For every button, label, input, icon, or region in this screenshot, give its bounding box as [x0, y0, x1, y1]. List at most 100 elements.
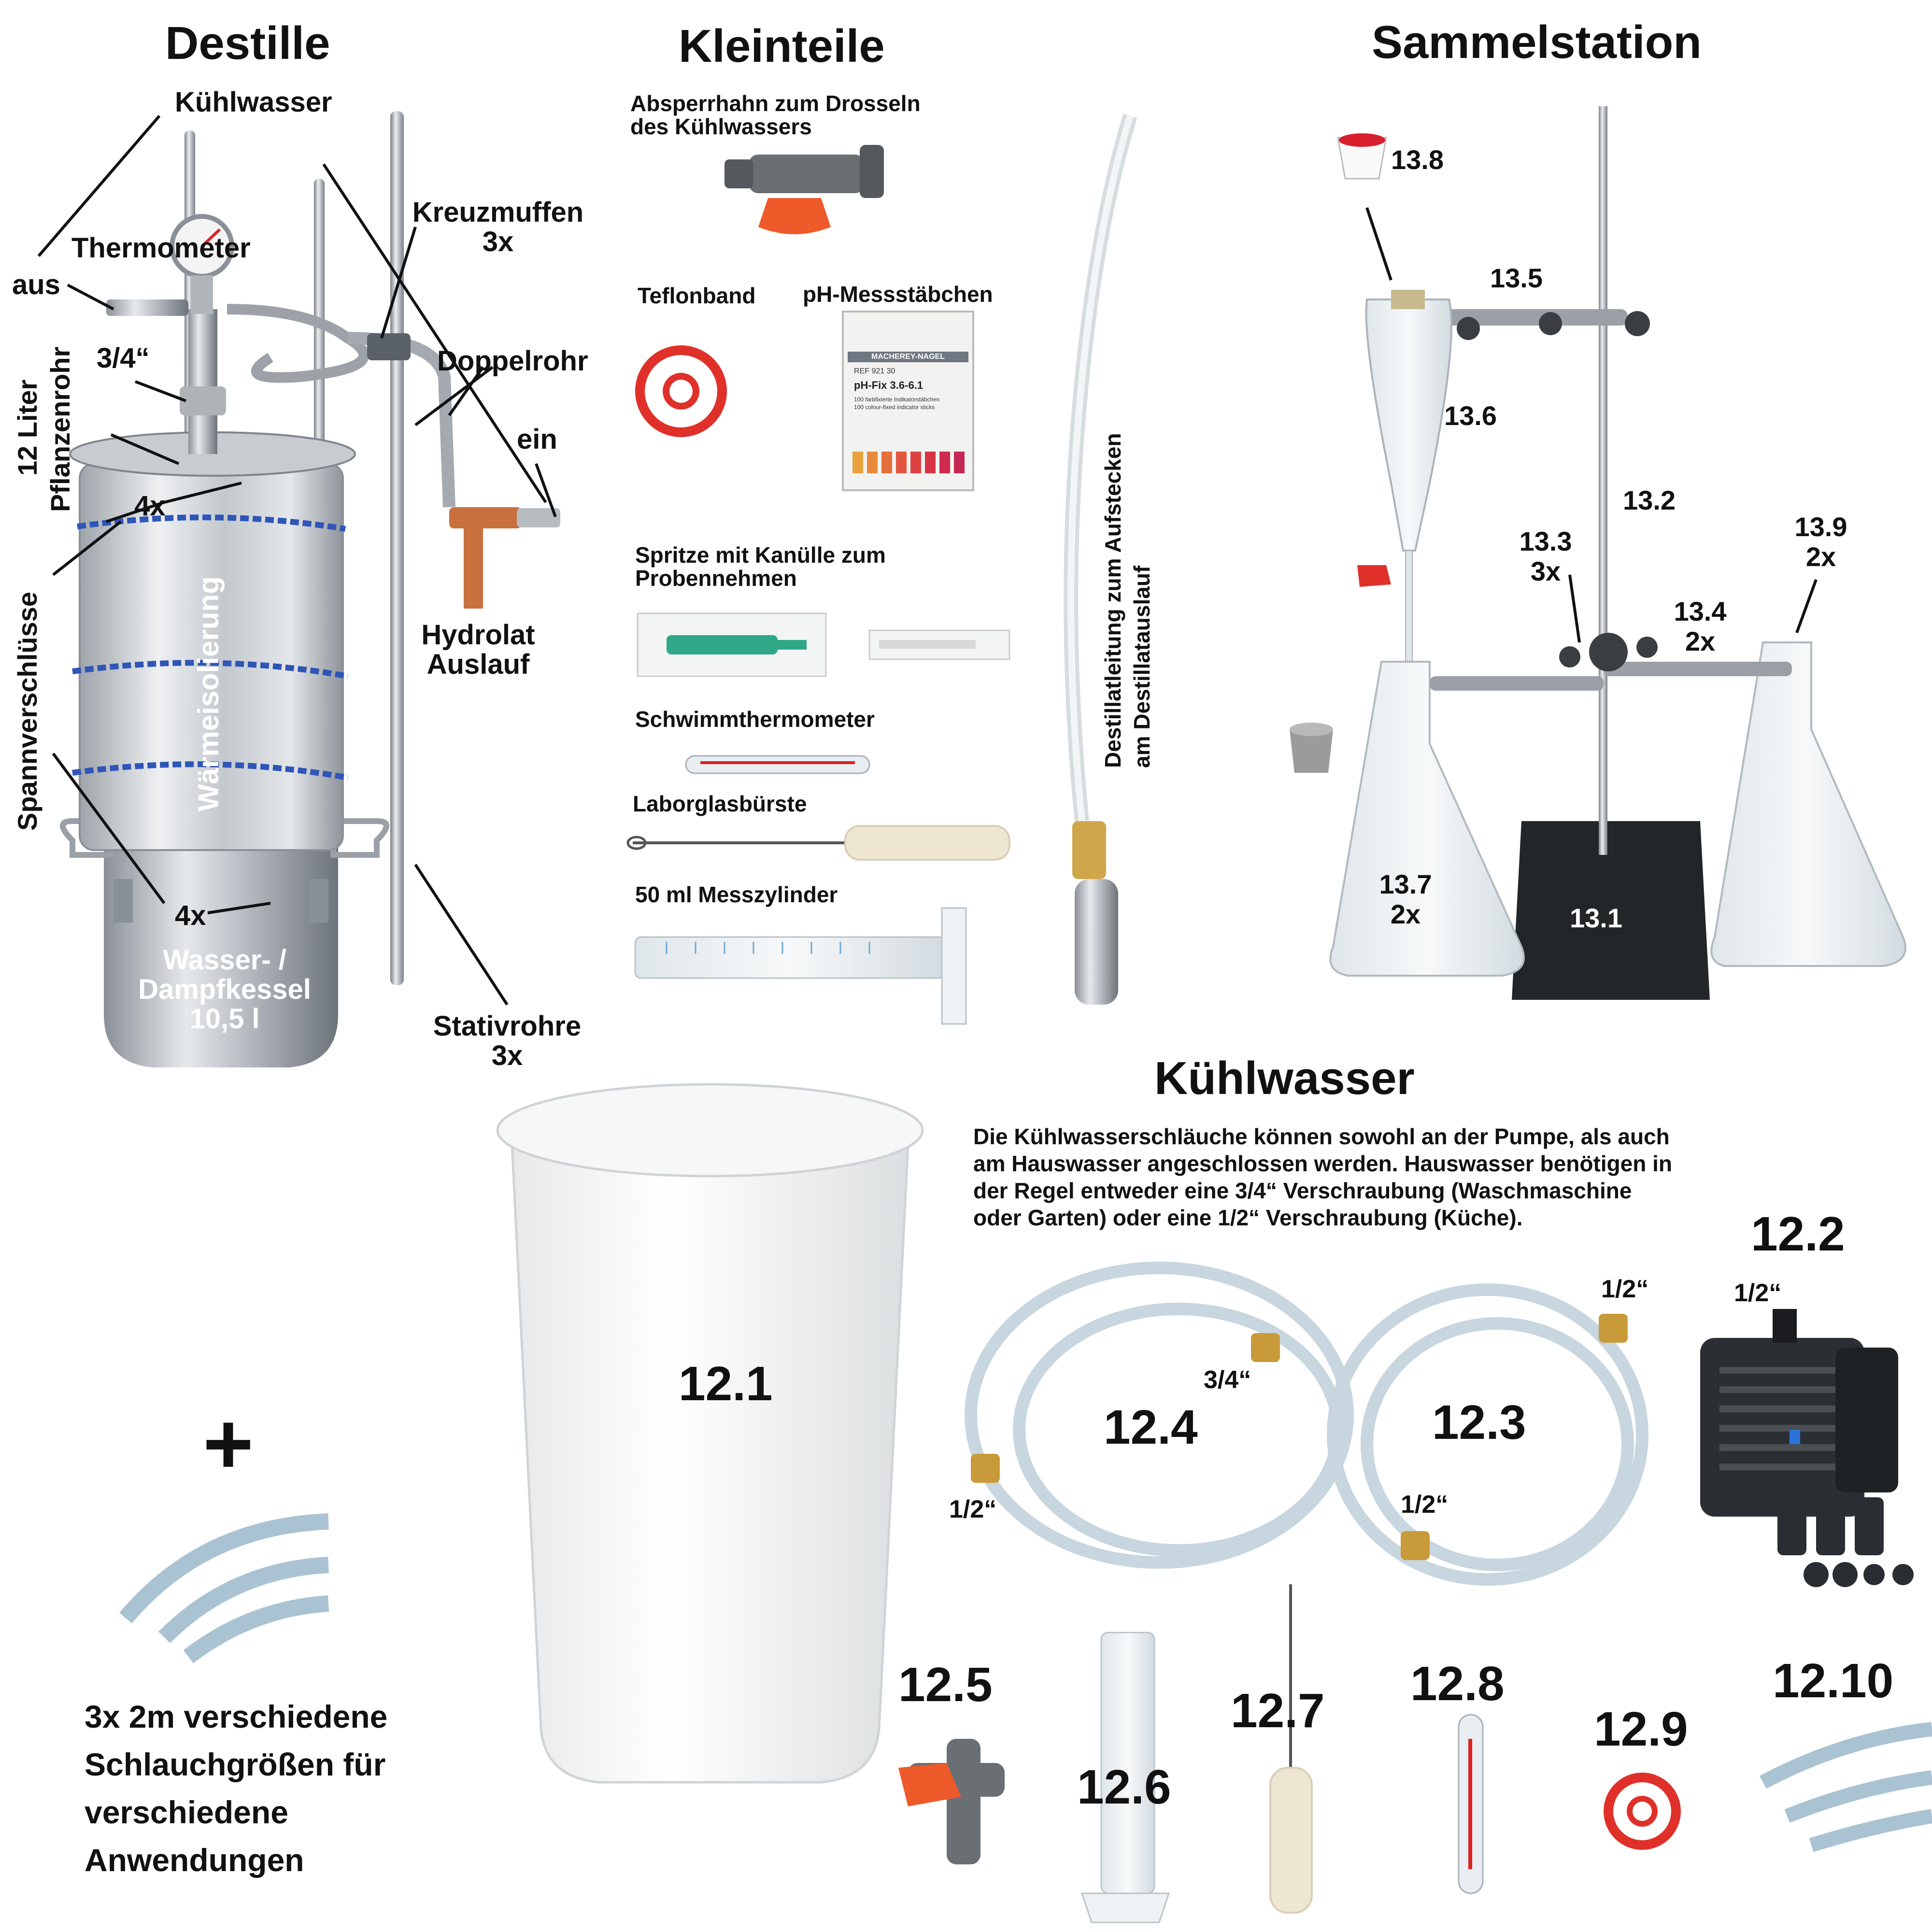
outlet-fitting — [106, 299, 188, 316]
label-kreuzmuffen: Kreuzmuffen 3x — [412, 197, 584, 257]
blue-rope — [77, 514, 346, 532]
holder-134 — [1604, 662, 1792, 676]
holder-134 — [1430, 676, 1604, 691]
brass-coupling — [1072, 821, 1106, 879]
column — [188, 309, 217, 454]
ph-box-line2: 100 colour-fixed indicator sticks — [854, 404, 935, 411]
num-13-8: 13.8 — [1391, 144, 1444, 175]
collection-station — [1290, 106, 1906, 1000]
extra-hoses-text: 3x 2m verschiedene Schlauchgrößen für ve… — [85, 1699, 388, 1878]
ph-box-line1: 100 farbfixierte Indikatorstäbchen — [854, 396, 940, 403]
label-schwimmthermometer: Schwimmthermometer — [635, 707, 875, 732]
hose-fitting — [1251, 1333, 1280, 1362]
label-three-quarter-124: 3/4“ — [1204, 1366, 1251, 1394]
num-12-2: 12.2 — [1751, 1207, 1845, 1261]
bucket-lid — [496, 1083, 924, 1178]
stand-rod — [390, 111, 404, 985]
num-12-8: 12.8 — [1410, 1657, 1505, 1711]
num-12-3: 12.3 — [1432, 1395, 1526, 1449]
heading-destille: Destille — [165, 17, 330, 69]
ph-box-ref: REF 921 30 — [854, 367, 895, 375]
heading-sammelstation: Sammelstation — [1372, 16, 1702, 68]
label-half-inch-123-top: 1/2“ — [1601, 1275, 1649, 1303]
label-ein: ein — [517, 424, 557, 455]
hydrolat-outlet — [464, 526, 483, 609]
label-laborglasbuerste: Laborglasbürste — [633, 791, 807, 816]
num-13-6: 13.6 — [1444, 400, 1497, 431]
double-pipe-coil — [227, 304, 369, 383]
label-thermometer: Thermometer — [71, 232, 251, 264]
label-ph: pH-Messstäbchen — [803, 282, 993, 307]
still-illustration — [60, 111, 560, 1067]
hose-fitting — [1401, 1531, 1430, 1560]
pump-accessories — [1777, 1497, 1914, 1587]
label-spritze: Spritze mit Kanülle zum Probennehmen — [635, 542, 886, 591]
ph-color-scale — [852, 452, 965, 473]
hose-fitting — [1599, 1314, 1628, 1343]
muff-133 — [1589, 633, 1628, 671]
num-13-9: 13.9 2x — [1794, 511, 1847, 572]
label-destillatleitung-2: am Destillatauslauf — [1129, 565, 1154, 768]
label-kessel: Wasser- / Dampfkessel 10,5 l — [138, 944, 311, 1035]
coiled-hose-123 — [1327, 1283, 1648, 1586]
label-absperrhahn: Absperrhahn zum Drosseln des Kühlwassers — [630, 91, 921, 140]
arrow-icon — [1365, 207, 1818, 643]
plus-icon: + — [203, 1395, 254, 1492]
funnel-stopcock — [1357, 565, 1391, 587]
erlenmeyer-flask — [1329, 661, 1525, 977]
rubber-stopper — [1290, 729, 1333, 773]
label-teflonband: Teflonband — [638, 283, 756, 308]
label-waermeisolierung: Wärmeisolierung — [192, 576, 225, 811]
shutoff-valve — [749, 155, 865, 193]
label-doppelrohr: Doppelrohr — [437, 345, 588, 377]
bucket — [511, 1143, 909, 1784]
extra-hoses — [119, 1513, 329, 1663]
label-12-liter: 12 Liter — [12, 379, 43, 476]
num-13-3: 13.3 3x — [1519, 526, 1572, 586]
num-12-9: 12.9 — [1594, 1702, 1688, 1756]
copper-tee — [449, 507, 522, 528]
label-aus: aus — [12, 269, 60, 300]
erlenmeyer-flask — [1710, 641, 1906, 967]
label-stativrohre: Stativrohre 3x — [433, 1010, 582, 1071]
num-12-4: 12.4 — [1104, 1400, 1198, 1454]
label-pflanzenrohr: Pflanzenrohr — [45, 346, 75, 512]
label-messzylinder: 50 ml Messzylinder — [635, 882, 838, 907]
num-13-7: 13.7 2x — [1379, 869, 1432, 929]
floating-thermometer — [685, 755, 870, 774]
hose-connector — [1075, 879, 1118, 1005]
blue-rope — [72, 761, 349, 781]
label-three-quarter: 3/4“ — [97, 342, 150, 374]
heading-kuehlwasser: Kühlwasser — [1154, 1052, 1415, 1104]
num-12-6: 12.6 — [1077, 1760, 1171, 1814]
cooling-water-parts — [119, 1083, 1932, 1923]
label-spannverschluesse: Spannverschlüsse — [12, 592, 43, 831]
stand-base — [1512, 821, 1710, 1000]
valve-handle — [758, 198, 831, 234]
label-half-inch-123-bottom: 1/2“ — [1401, 1491, 1449, 1519]
num-13-4: 13.4 2x — [1674, 596, 1727, 656]
stand-rod-132 — [1599, 106, 1607, 855]
hoses-1210 — [1759, 1722, 1932, 1852]
ph-box — [842, 311, 974, 491]
ph-box-name: pH-Fix 3.6-6.1 — [854, 379, 923, 391]
clamp-135 — [1430, 309, 1628, 326]
label-half-inch-pump: 1/2“ — [1734, 1279, 1782, 1307]
boiler — [104, 811, 338, 1067]
label-destillatleitung-1: Destillatleitung zum Aufstecken — [1100, 433, 1125, 768]
num-12-10: 12.10 — [1773, 1654, 1894, 1708]
ph-box-brand: MACHEREY-NAGEL — [871, 353, 945, 361]
num-13-5: 13.5 — [1490, 263, 1543, 293]
num-12-1: 12.1 — [679, 1357, 773, 1411]
measuring-cylinder — [634, 936, 945, 979]
cooling-water-note: Die Kühlwasserschläuche können sowohl an… — [973, 1124, 1672, 1231]
label-kuehlwasser: Kühlwasser — [175, 86, 332, 118]
separatory-funnel — [1365, 298, 1452, 552]
label-hydrolat: Hydrolat Auslauf — [421, 619, 535, 680]
heading-kleinteile: Kleinteile — [679, 20, 885, 72]
label-count-top: 4x — [134, 490, 166, 522]
label-half-inch-124: 1/2“ — [949, 1495, 997, 1523]
label-count-bottom: 4x — [175, 900, 206, 931]
num-13-1: 13.1 — [1570, 903, 1622, 933]
